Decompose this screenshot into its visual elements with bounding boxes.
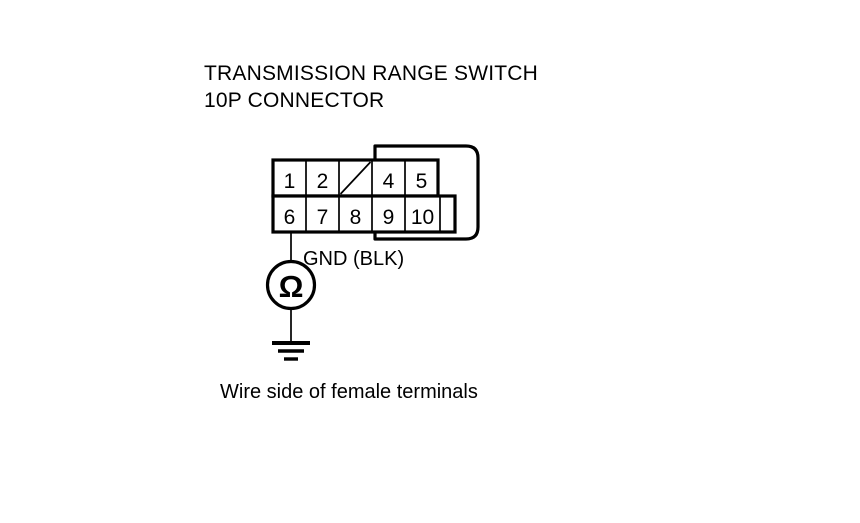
pin-label-1: 1 <box>284 170 296 193</box>
pin-label-2: 2 <box>317 170 329 193</box>
ohm-symbol-glyph: Ω <box>279 269 304 304</box>
ground-symbol <box>272 341 310 361</box>
wire-label-gnd: GND (BLK) <box>303 248 404 270</box>
pin-grid: 1 2 4 5 6 7 8 9 10 <box>271 158 457 234</box>
ohmmeter-symbol: Ω <box>265 259 317 311</box>
pin-grid-bottom-row-box <box>271 194 457 234</box>
blank-cavity-diagonal <box>339 161 372 195</box>
pin-label-8: 8 <box>350 206 362 229</box>
pin-label-9: 9 <box>383 206 395 229</box>
pin-label-5: 5 <box>416 170 428 193</box>
diagram-title-line-2: 10P CONNECTOR <box>204 89 384 112</box>
diagram-title-line-1: TRANSMISSION RANGE SWITCH <box>204 62 538 85</box>
diagram-caption: Wire side of female terminals <box>220 381 478 403</box>
pin-label-4: 4 <box>383 170 395 193</box>
pin-label-10: 10 <box>411 206 434 229</box>
pin-label-7: 7 <box>317 206 329 229</box>
connector-shell-outline <box>373 144 480 241</box>
pin-label-6: 6 <box>284 206 296 229</box>
ohmmeter-circle <box>265 259 317 311</box>
